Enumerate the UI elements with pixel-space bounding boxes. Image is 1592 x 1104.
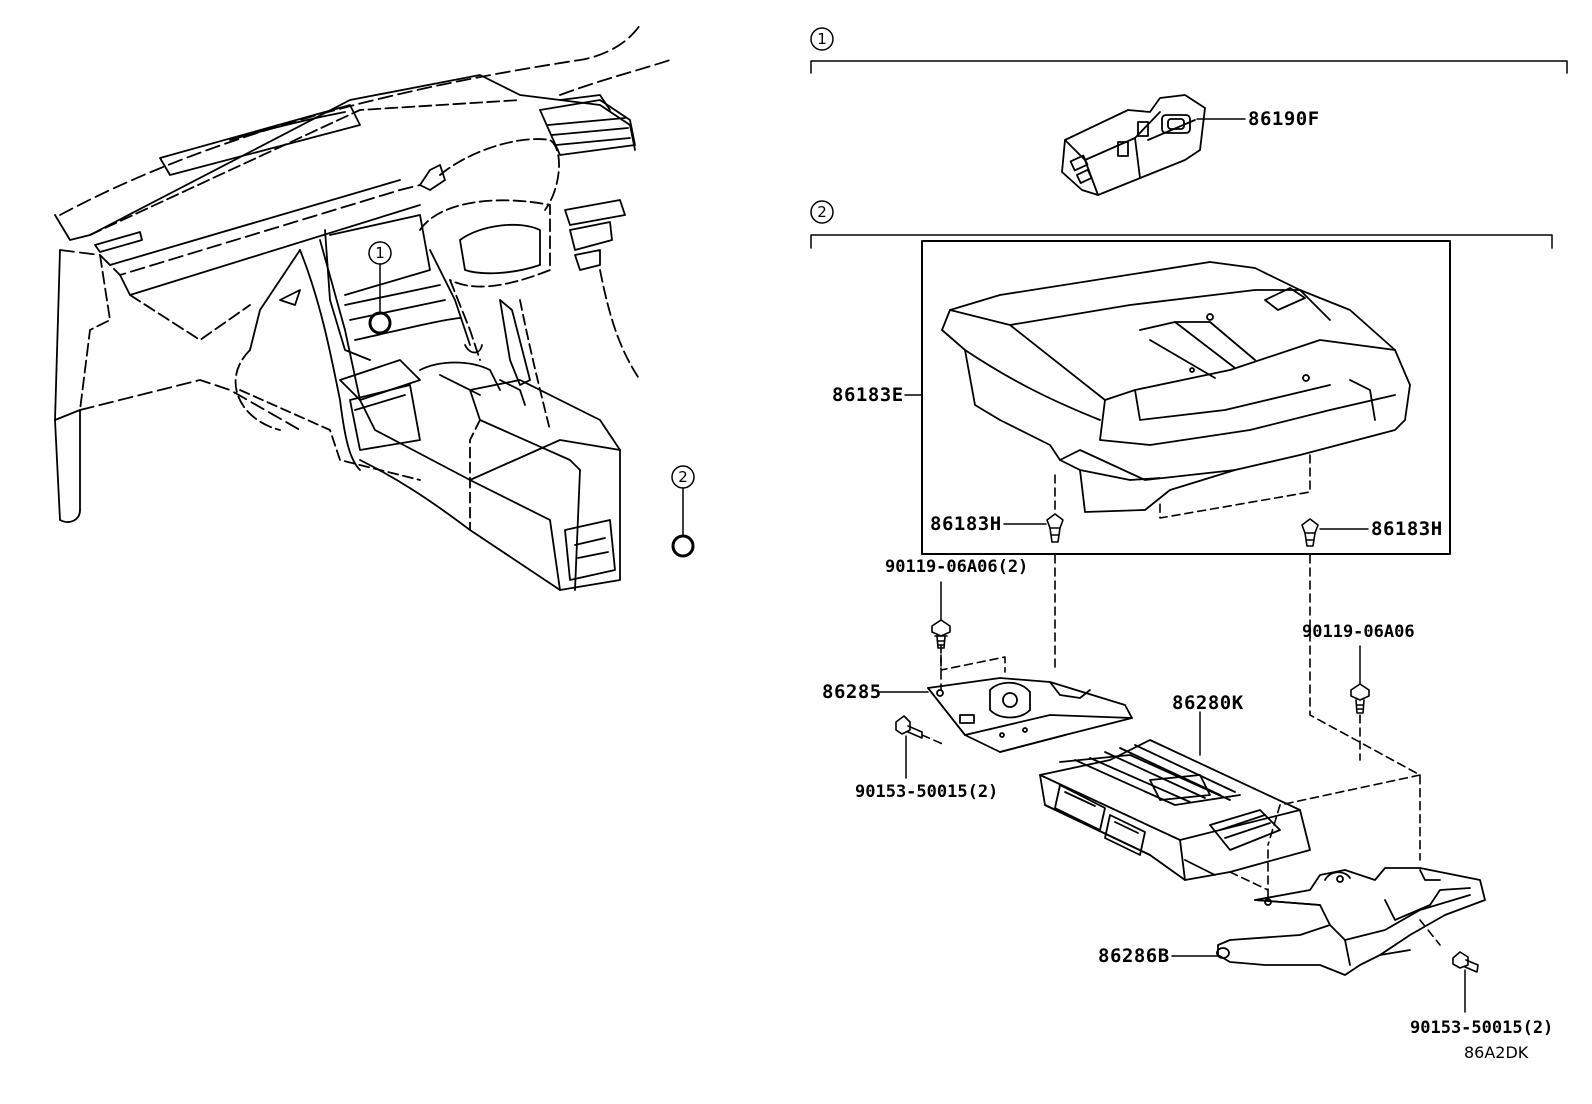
part-label-86286B: 86286B (1098, 945, 1170, 967)
bolt-90153-right (1452, 951, 1479, 973)
bracket-86286B (1216, 867, 1486, 976)
svg-text:1: 1 (817, 30, 827, 48)
cover-86183E (941, 261, 1411, 513)
part-label-90153-right: 90153-50015(2) (1410, 1018, 1553, 1038)
ecu-86280K (1039, 739, 1311, 881)
part-label-86183H-left: 86183H (930, 513, 1002, 535)
callout-2-overview: 2 (671, 465, 695, 558)
section-2-group: 2 (810, 200, 1553, 249)
part-label-86183E: 86183E (832, 384, 904, 406)
clip-86183H-right (1301, 518, 1319, 547)
diagram-code: 86A2DK (1464, 1043, 1529, 1062)
clip-86183H-left (1046, 513, 1064, 543)
svg-text:2: 2 (678, 468, 688, 486)
switch-86190F (1061, 94, 1206, 196)
bolt-90119-right (1350, 683, 1370, 714)
bracket-86285 (927, 677, 1133, 753)
part-label-86190F: 86190F (1248, 108, 1320, 130)
part-label-86183H-right: 86183H (1371, 518, 1443, 540)
dashboard-console-illustration (54, 24, 671, 591)
subassembly-box (921, 240, 1451, 555)
part-label-90119-right: 90119-06A06 (1302, 622, 1415, 642)
callout-1-overview: 1 (368, 241, 392, 335)
svg-text:1: 1 (375, 244, 385, 262)
bolt-90153-left (895, 715, 923, 739)
section-1-group: 1 (810, 27, 1568, 74)
svg-text:2: 2 (817, 203, 827, 221)
part-label-86280K: 86280K (1172, 692, 1244, 714)
part-label-90153-left: 90153-50015(2) (855, 782, 998, 802)
part-label-90119-left: 90119-06A06(2) (885, 557, 1028, 577)
part-label-86285: 86285 (822, 681, 882, 703)
bolt-90119-left (931, 619, 951, 649)
